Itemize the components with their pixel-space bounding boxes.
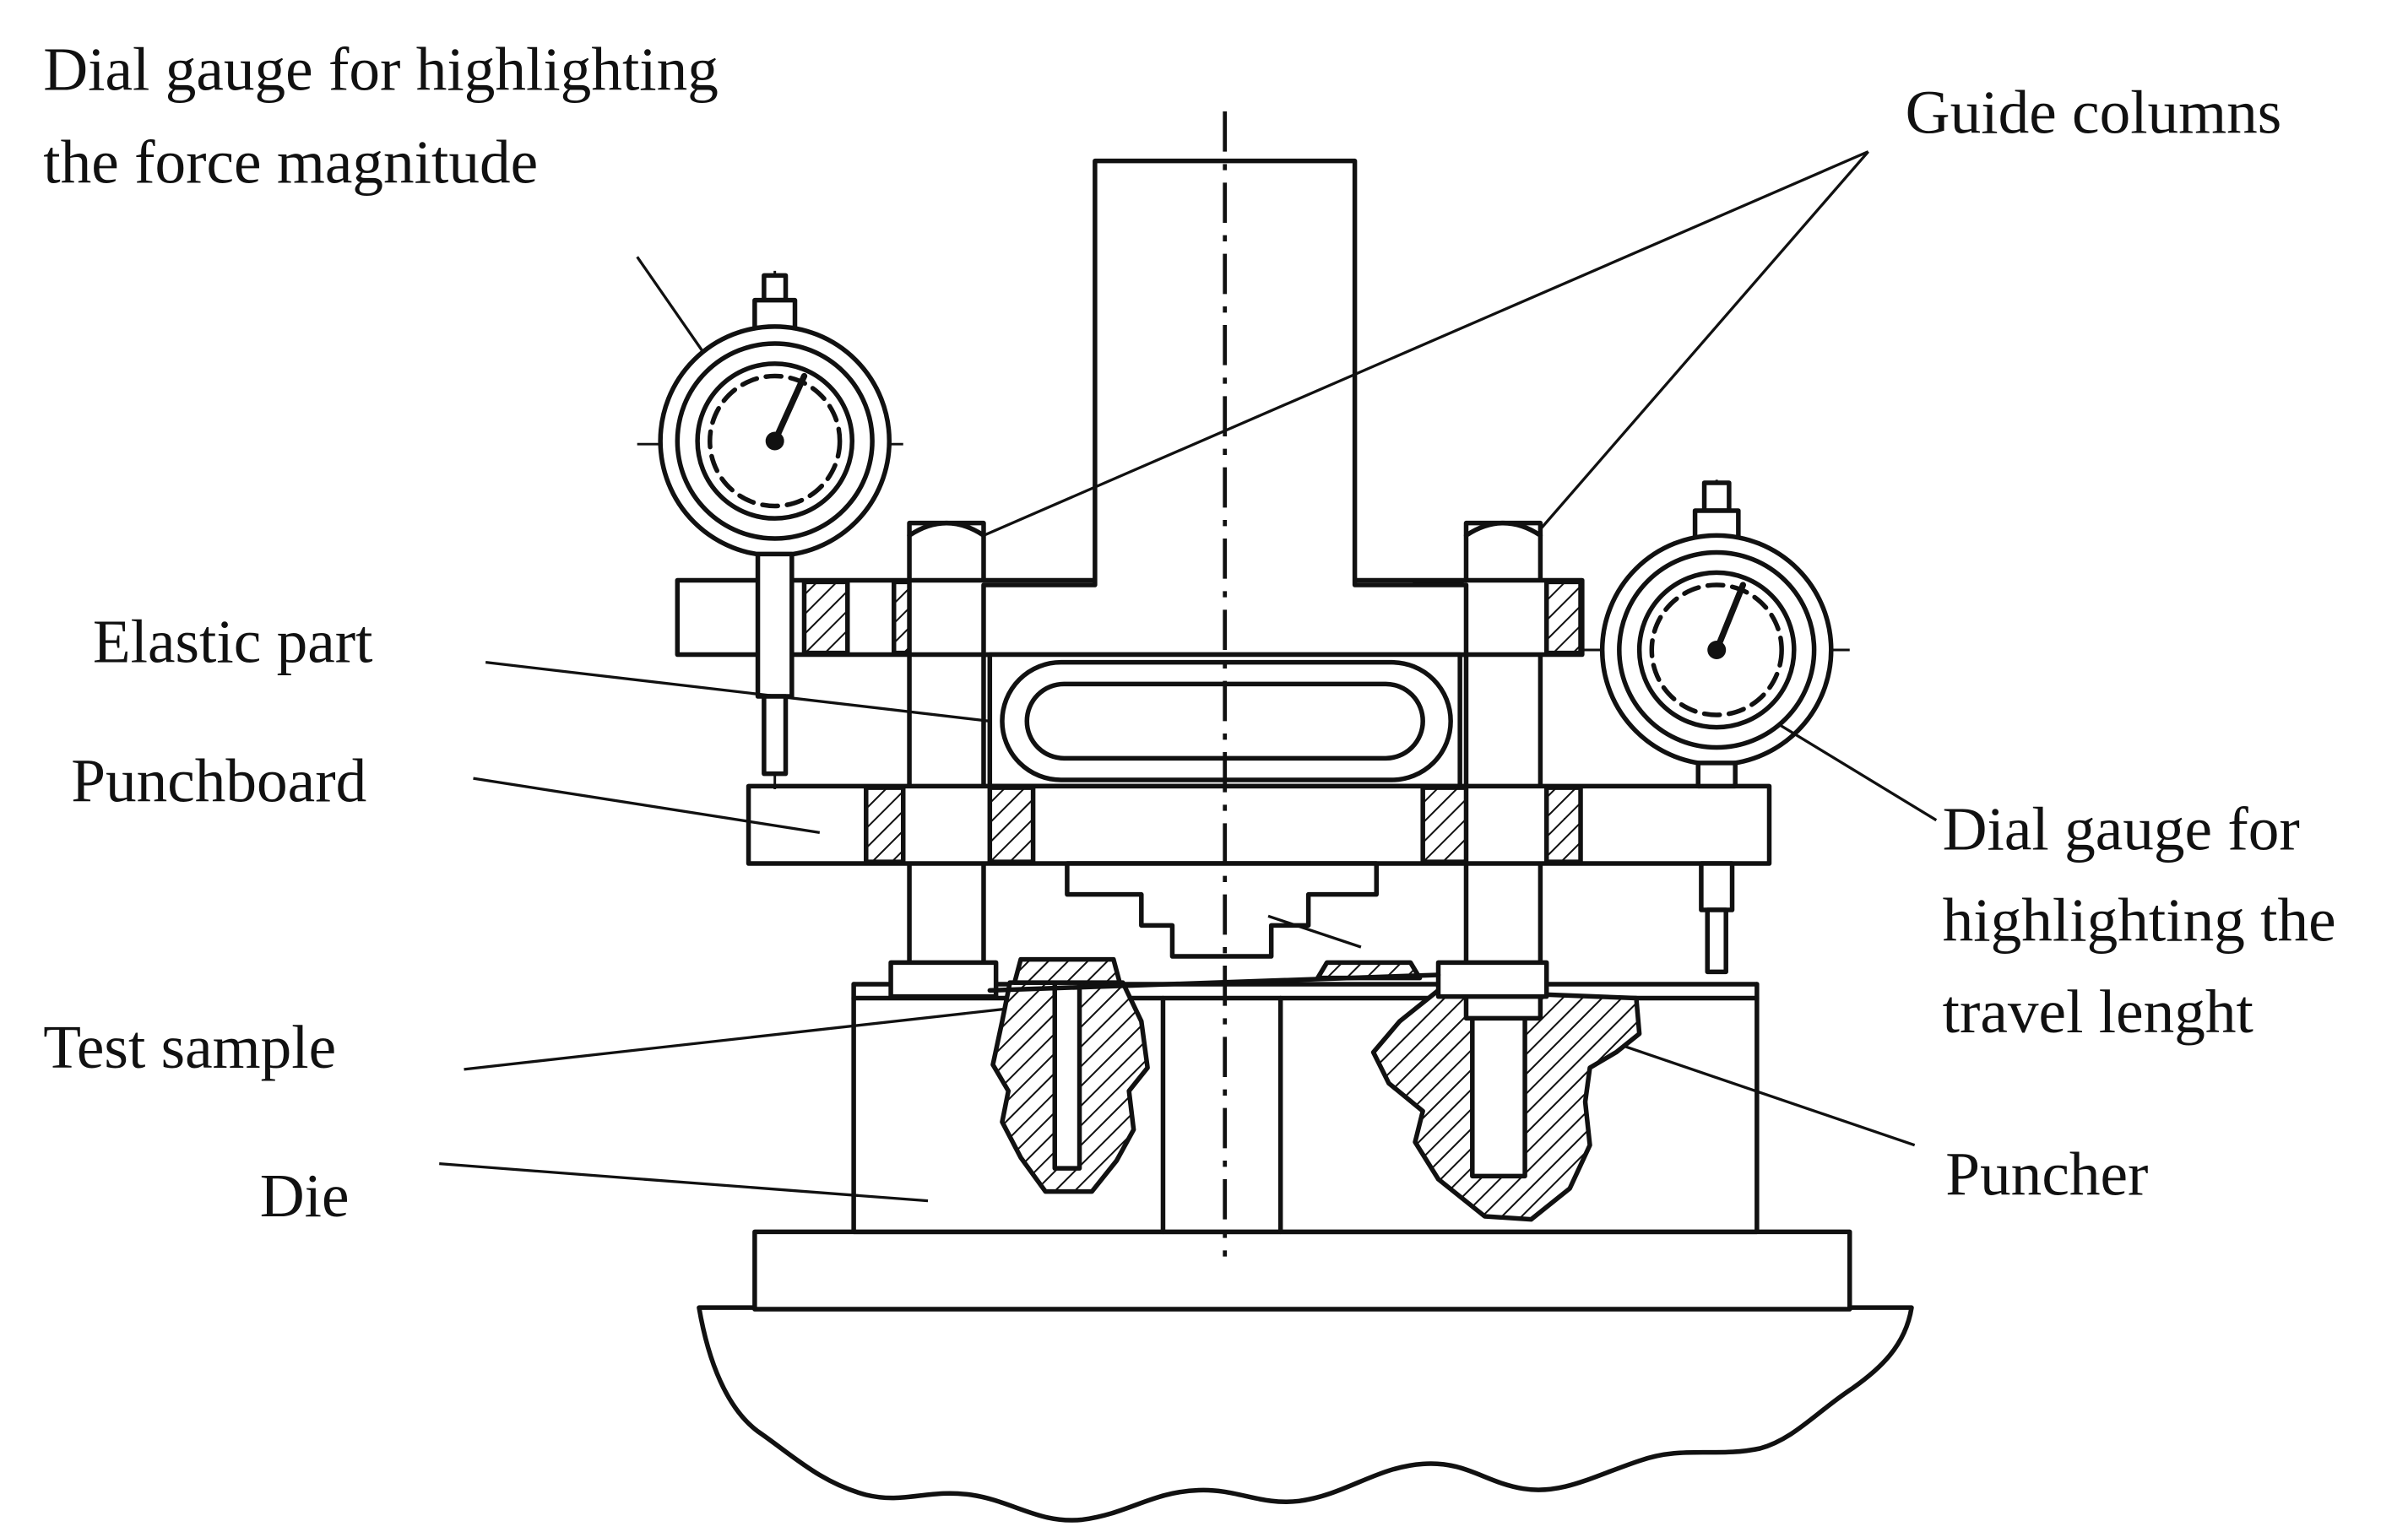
test-sample-strip <box>987 972 1441 993</box>
label-travel-gauge-line2: highlighting the <box>1943 886 2336 955</box>
punchboard-plate <box>746 783 1772 866</box>
label-punchboard: Punchboard <box>71 747 366 815</box>
label-force-gauge-line1: Dial gauge for highlighting <box>43 35 719 103</box>
label-die: Die <box>260 1161 350 1230</box>
foundation <box>697 1305 1914 1523</box>
force-dial-gauge <box>637 270 903 789</box>
label-travel-gauge-line1: Dial gauge for <box>1943 794 2300 863</box>
label-elastic-part: Elastic part <box>93 608 373 676</box>
right-die-bolt-section <box>1315 960 1642 1222</box>
label-travel-gauge-line3: travel lenght <box>1943 977 2253 1046</box>
base-plate <box>752 1229 1852 1312</box>
travel-dial-gauge <box>1583 479 1850 975</box>
puncher <box>1065 861 1379 959</box>
label-test-sample: Test sample <box>43 1013 336 1081</box>
label-force-gauge-line2: the force magnitude <box>43 127 538 196</box>
label-guide-columns: Guide columns <box>1906 78 2282 147</box>
label-puncher: Puncher <box>1945 1140 2148 1208</box>
leader-lines <box>439 150 1938 1203</box>
left-die-bolt-section <box>990 956 1150 1194</box>
